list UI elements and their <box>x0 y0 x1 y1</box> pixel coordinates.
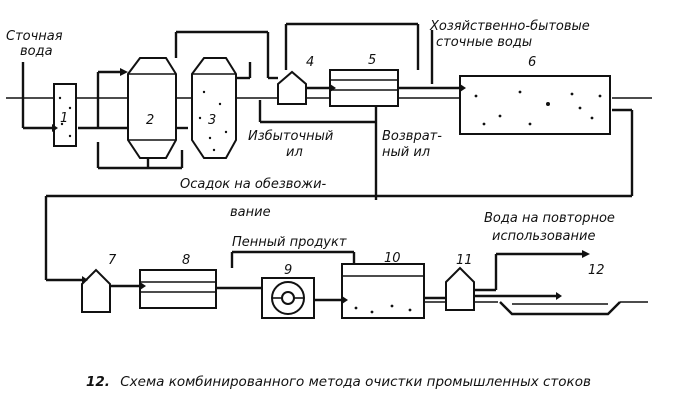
unit-6-number: 6 <box>528 55 536 70</box>
unit-4-number: 4 <box>306 55 314 70</box>
label-return-sludge-2: ный ил <box>382 145 430 160</box>
unit-11-pump: 11 <box>445 253 475 311</box>
label-return-sludge-1: Возврат- <box>382 129 442 144</box>
label-domestic-2: сточные воды <box>436 35 532 50</box>
unit-3-number: 3 <box>208 113 216 128</box>
unit-5-number: 5 <box>368 53 376 68</box>
unit-1-number: 1 <box>60 111 68 126</box>
label-reuse-water-2: использование <box>492 229 595 244</box>
unit-10-tank: 10 <box>341 251 425 319</box>
unit-8-number: 8 <box>182 253 190 268</box>
label-wastewater-in-1: Сточная <box>6 29 63 44</box>
label-sediment-1: Осадок на обезвожи- <box>180 177 327 192</box>
unit-2-number: 2 <box>146 113 154 128</box>
label-reuse-water-1: Вода на повторное <box>484 211 615 226</box>
flow-arrows <box>52 68 590 304</box>
unit-6-aerotank: 6 <box>459 55 611 135</box>
unit-10-number: 10 <box>384 251 401 266</box>
unit-12-number: 12 <box>588 263 605 278</box>
unit-4-pump: 4 <box>277 55 314 105</box>
unit-2-reactor: 2 <box>127 57 177 159</box>
label-wastewater-in-2: вода <box>20 44 53 59</box>
row2-pipes <box>110 250 648 303</box>
label-domestic-1: Хозяйственно-бытовые <box>429 19 590 34</box>
figure-title: Схема комбинированного метода очистки пр… <box>120 374 591 390</box>
unit-1-tank: 1 <box>53 83 77 147</box>
unit-12-reservoir: 12 <box>499 263 621 316</box>
figure-caption: 12. Схема комбинированного метода очистк… <box>86 374 591 390</box>
label-sediment-2: вание <box>230 205 271 220</box>
unit-11-number: 11 <box>456 253 473 268</box>
unit-9-number: 9 <box>284 263 292 278</box>
unit-5-flotation: 5 <box>329 53 399 107</box>
unit-7-number: 7 <box>108 253 117 268</box>
unit-7-pump: 7 <box>81 253 117 313</box>
label-foam-product: Пенный продукт <box>232 235 347 250</box>
label-excess-sludge-1: Избыточный <box>248 129 333 144</box>
unit-9-filter: 9 <box>261 263 315 319</box>
figure-number: 12. <box>86 374 110 390</box>
unit-8-tank: 8 <box>139 253 217 309</box>
unit-3-settler: 3 <box>191 57 237 159</box>
label-excess-sludge-2: ил <box>286 145 303 160</box>
